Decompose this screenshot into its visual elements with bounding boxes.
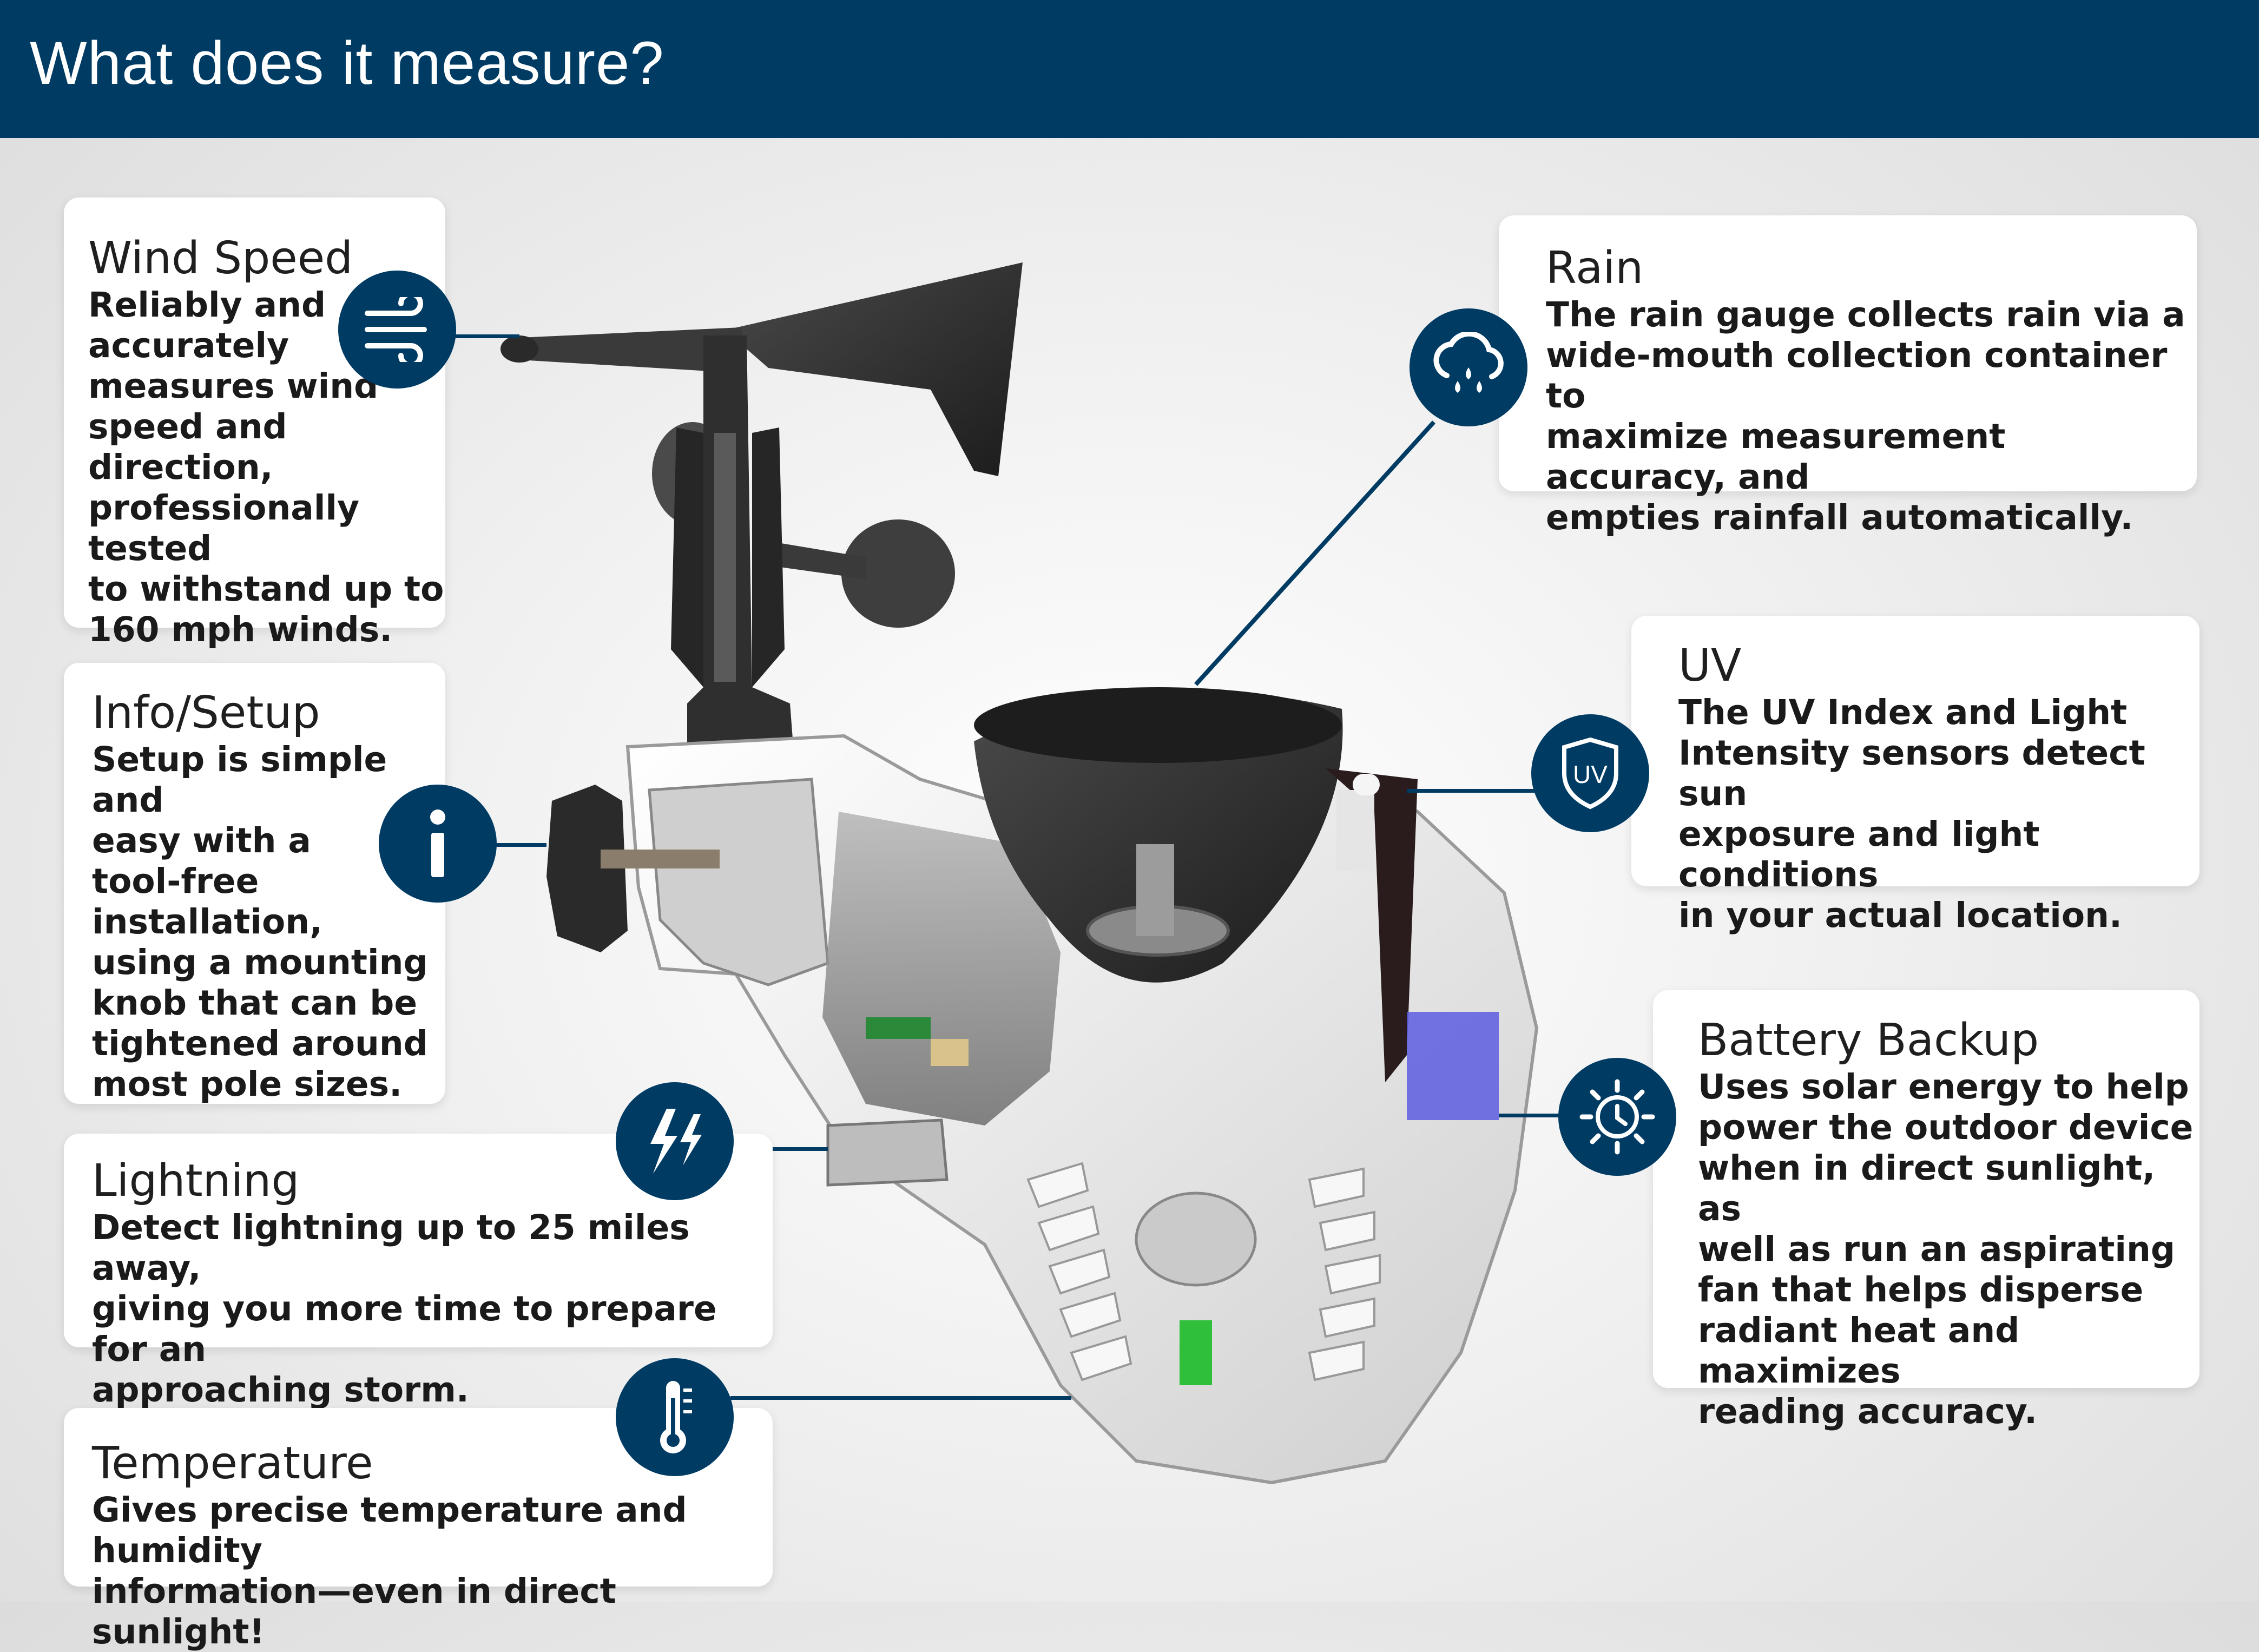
- battery-backup-title: Battery Backup: [1698, 1015, 2039, 1066]
- info-icon: [379, 785, 497, 903]
- lightning-icon: [616, 1082, 734, 1200]
- uv-title: UV: [1678, 640, 1742, 692]
- header-banner: What does it measure?: [0, 0, 2259, 138]
- page-title: What does it measure?: [30, 29, 664, 97]
- info-setup-title: Info/Setup: [92, 687, 320, 739]
- temperature-connector: [730, 1396, 1071, 1400]
- rain-title: Rain: [1546, 242, 1644, 294]
- battery-backup-text: Uses solar energy to help power the outd…: [1698, 1067, 2194, 1431]
- sun-clock-icon: [1558, 1058, 1676, 1176]
- lightning-connector: [730, 1147, 828, 1151]
- rain-text: The rain gauge collects rain via a wide-…: [1546, 295, 2185, 537]
- wind-speed-text: Reliably and accurately measures wind sp…: [88, 285, 444, 649]
- battery-connector: [1499, 1114, 1564, 1117]
- info-setup-card: Info/Setup Setup is simple and easy with…: [64, 663, 445, 1104]
- temperature-title: Temperature: [92, 1438, 373, 1489]
- wind-speed-card: Wind Speed Reliably and accurately measu…: [64, 198, 445, 649]
- thermometer-icon: [616, 1358, 734, 1476]
- rain-connector: [1194, 420, 1435, 686]
- lightning-text: Detect lightning up to 25 miles away, gi…: [92, 1208, 717, 1410]
- lightning-card: Lightning Detect lightning up to 25 mile…: [64, 1134, 773, 1410]
- battery-backup-card: Battery Backup Uses solar energy to help…: [1653, 990, 2199, 1431]
- lightning-title: Lightning: [92, 1155, 300, 1207]
- weather-station-illustration: [500, 262, 1539, 1485]
- wind-icon: [338, 271, 456, 389]
- info-setup-connector: [487, 843, 546, 847]
- rain-card: Rain The rain gauge collects rain via a …: [1499, 215, 2197, 537]
- wind-speed-title: Wind Speed: [88, 233, 353, 284]
- info-setup-text: Setup is simple and easy with a tool-fre…: [92, 740, 428, 1104]
- uv-text: The UV Index and Light Intensity sensors…: [1678, 693, 2145, 935]
- uv-card: UV The UV Index and Light Intensity sens…: [1631, 616, 2199, 935]
- uv-icon-label: UV: [1573, 760, 1608, 788]
- uv-shield-icon: UV: [1531, 714, 1649, 832]
- uv-connector: [1407, 789, 1537, 793]
- temperature-text: Gives precise temperature and humidity i…: [92, 1490, 687, 1651]
- rain-cloud-icon: [1410, 308, 1527, 426]
- wind-speed-connector: [444, 334, 519, 338]
